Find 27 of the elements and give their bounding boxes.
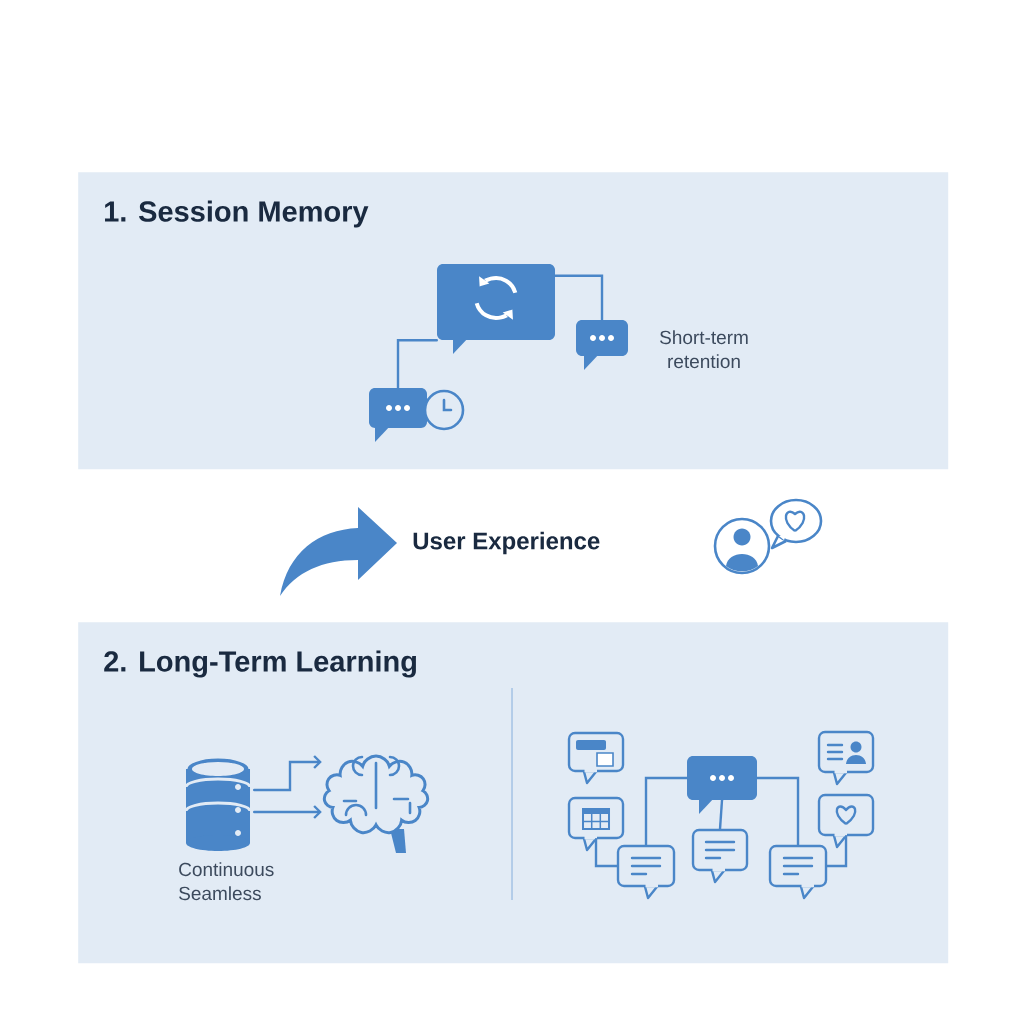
caption-text: Short-term retention bbox=[660, 330, 748, 369]
connector-line bbox=[644, 776, 688, 846]
arrow bbox=[253, 755, 322, 792]
speech-bubble bbox=[567, 796, 625, 852]
speech-bubble bbox=[687, 756, 757, 814]
connector-line bbox=[718, 799, 724, 830]
speech-bubble bbox=[567, 731, 625, 785]
panel-title: 2. Long-Term Learning bbox=[104, 650, 416, 678]
caption-text: Continuous Seamless bbox=[179, 862, 274, 901]
speech-bubble bbox=[576, 320, 628, 370]
connector-line bbox=[756, 776, 800, 846]
speech-bubble bbox=[691, 828, 749, 884]
speech-bubble bbox=[616, 844, 676, 900]
connector-line bbox=[594, 838, 618, 868]
database-icon bbox=[184, 755, 252, 851]
speech-bubble bbox=[817, 730, 875, 786]
brain-icon bbox=[322, 754, 430, 853]
speech-bubble bbox=[817, 793, 875, 849]
speech-bubble bbox=[437, 264, 555, 354]
section-label: User Experience bbox=[413, 531, 600, 555]
panel-title: 1. Session Memory bbox=[105, 200, 369, 228]
connector-line bbox=[554, 274, 604, 321]
speech-bubble bbox=[369, 388, 465, 442]
connector-line bbox=[396, 339, 438, 389]
speech-bubble bbox=[768, 844, 828, 900]
connector-line bbox=[826, 835, 848, 868]
arrow bbox=[253, 805, 322, 819]
